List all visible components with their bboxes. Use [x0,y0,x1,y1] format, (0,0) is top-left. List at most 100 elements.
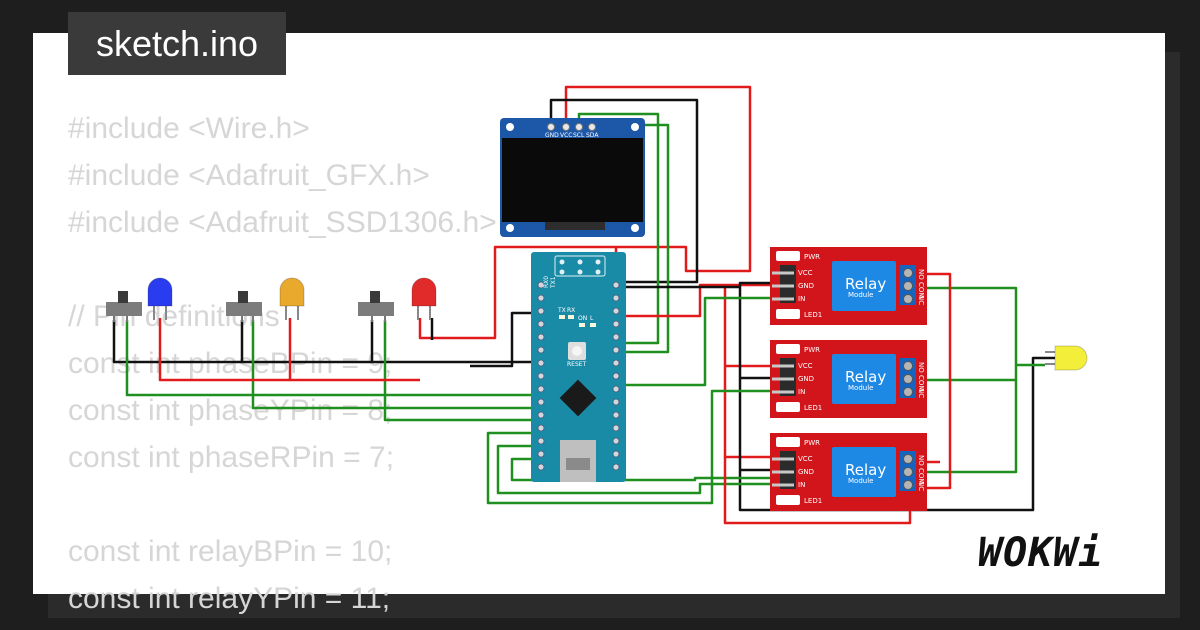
status-label-rx: RX [567,307,575,314]
pwr-label: PWR [804,346,820,354]
leds [147,277,1088,371]
relay-pin-label: VCC [798,362,813,370]
relay-title: Relay [845,368,886,386]
code-background: #include <Wire.h> #include <Adafruit_GFX.… [68,105,497,622]
wire-green [125,320,541,397]
led-label: LED1 [804,404,822,412]
terminal-label: NO [917,362,925,373]
header-pin [612,385,620,393]
terminal-label: COM [917,468,925,484]
oled-pin [547,123,555,131]
status-led [776,402,800,412]
code-line: #include <Adafruit_GFX.h> [68,159,430,192]
header-pin [612,463,620,471]
header-pin [612,372,620,380]
rx-tx-label: TX1 [550,276,557,289]
slide-switch-2[interactable] [226,291,262,322]
relay-pin-label: IN [798,481,805,489]
relay-subtitle: Module [848,291,873,299]
header-pin [612,398,620,406]
mount-hole [506,224,514,232]
slide-switch-3[interactable] [358,291,394,322]
terminal-screw [903,294,913,304]
oled-pin-label: SDA [586,132,599,139]
header-pin [537,359,545,367]
led-yellow [279,277,305,320]
pwr-led [776,251,800,261]
header-pin [612,424,620,432]
header-pin [537,437,545,445]
wire-green [920,286,1045,367]
wire-red [616,283,772,459]
terminal-screw [903,480,913,490]
relay-header [780,451,796,489]
arduino-board [531,252,626,482]
header-pin [612,359,620,367]
header-pin [537,398,545,406]
relay-pin-label: IN [798,295,805,303]
led-blue [147,277,173,320]
mount-hole [506,123,514,131]
wire-green [486,389,775,505]
wire-black [616,281,1055,512]
terminal-screw [903,281,913,291]
relay-title: Relay [845,461,886,479]
header-pin [537,385,545,393]
mount-hole [631,123,639,131]
header-pin [612,294,620,302]
terminal-screw [903,387,913,397]
header-pin [612,346,620,354]
reset-label: RESET [567,361,587,368]
header-pin [612,307,620,315]
header-pin [612,411,620,419]
terminal-screw [903,467,913,477]
brand-text: WOKWi [978,530,1103,576]
code-line: const int phaseBPin = 9; [68,347,393,380]
relay-pin-label: GND [798,468,814,476]
terminal-label: COM [917,282,925,298]
pwr-led [776,344,800,354]
code-line: const int phaseYPin = 8; [68,394,393,427]
header-pin [612,320,620,328]
relay-pin-label: GND [798,375,814,383]
pwr-led [776,437,800,447]
led-label: LED1 [804,497,822,505]
relay-pin-label: VCC [798,455,813,463]
wire-green [383,320,541,422]
arduino-nano: RX0 TX1 TX RX ON L RESET [531,252,626,482]
header-pin [537,450,545,458]
code-line: const int phaseRPin = 7; [68,441,395,474]
terminal-label: NC [917,388,925,398]
pwr-label: PWR [804,439,820,447]
slide-switch-1[interactable] [106,291,142,322]
oled-pin [575,123,583,131]
oled-pin-label: GND [545,132,559,139]
wire-green [496,444,775,495]
code-line: #include <Wire.h> [68,112,310,145]
terminal-screw [903,268,913,278]
header-pin [537,372,545,380]
relay-pin-label: VCC [798,269,813,277]
icsp-header [554,255,606,277]
header-pin [612,450,620,458]
relay-coil [832,447,896,497]
status-label-l: L [590,315,594,322]
wire-red [418,245,616,340]
relay-coil [832,261,896,311]
terminal-label: NC [917,295,925,305]
status-led [776,495,800,505]
relay-header [780,358,796,396]
oled-screen [502,138,643,222]
header-pin [537,294,545,302]
slide-switches [106,291,394,322]
code-line: #include <Adafruit_SSD1306.h> [68,206,497,239]
oled-pin [562,123,570,131]
oled-pin [588,123,596,131]
rx-tx-label: RX0 [543,276,550,288]
wire-black [549,98,699,284]
